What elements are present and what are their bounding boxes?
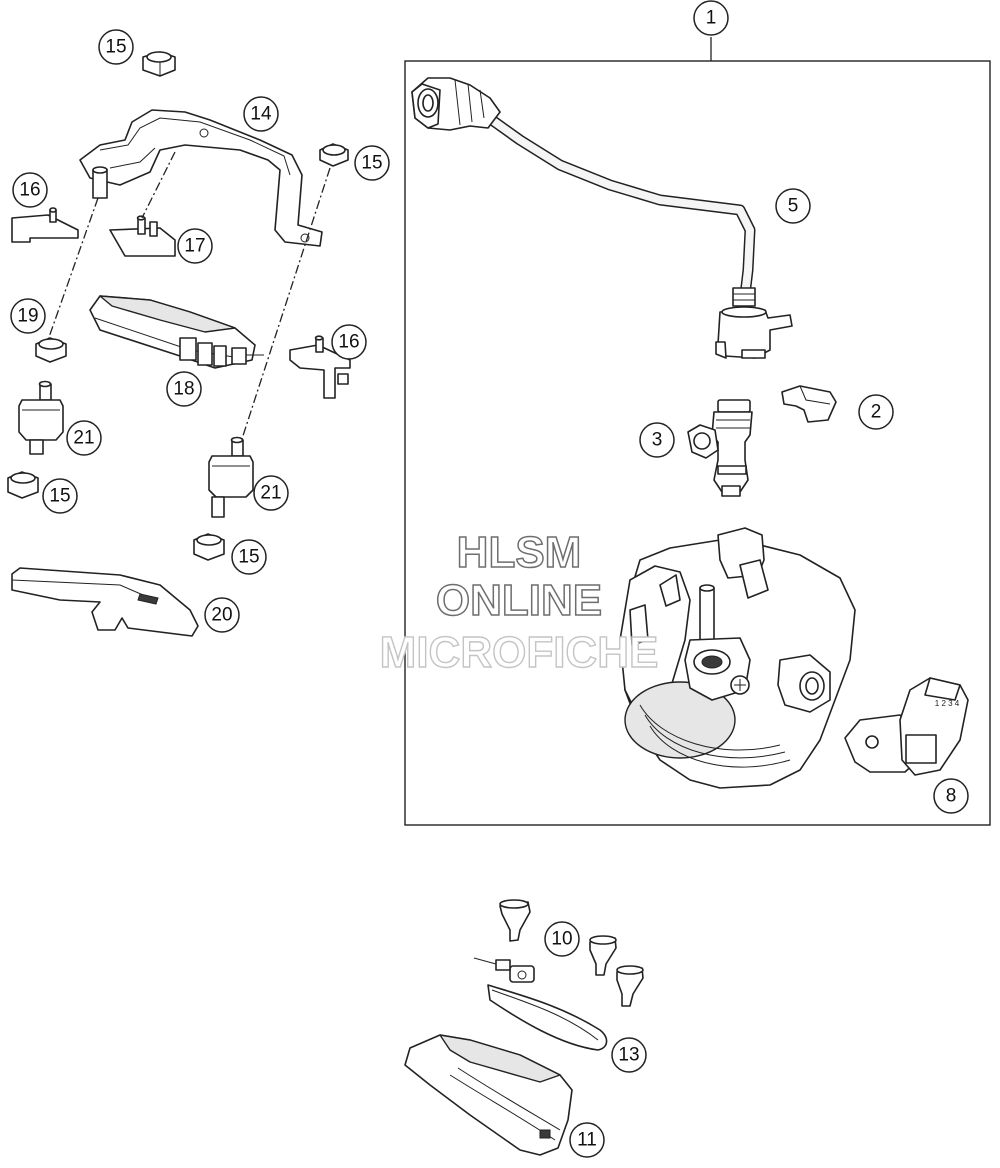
callout-label: 15: [238, 547, 259, 568]
sensor-pin-labels: 1 2 3 4: [935, 699, 960, 708]
callout-10[interactable]: 10: [544, 921, 580, 957]
watermark: HLSM ONLINE MICROFICHE: [379, 527, 659, 677]
callout-label: 20: [211, 605, 232, 626]
callout-11[interactable]: 11: [569, 1122, 605, 1158]
callout-label: 19: [17, 306, 38, 327]
bracket-clip-middle[interactable]: [109, 215, 176, 257]
intake-flange[interactable]: [404, 1034, 573, 1156]
leader-bracket-clip: [141, 151, 176, 219]
damper-right[interactable]: [208, 436, 254, 518]
pressure-sensor[interactable]: 1 2 3 4: [844, 677, 969, 776]
nut-right-bottom[interactable]: [193, 533, 225, 561]
nut-top[interactable]: [142, 51, 176, 77]
callout-label: 8: [946, 786, 957, 807]
callout-15-upper-right[interactable]: 15: [354, 145, 390, 181]
fuel-injector[interactable]: [687, 399, 753, 497]
nut-left-bottom[interactable]: [7, 471, 39, 499]
nut-bottom-left[interactable]: [35, 337, 67, 363]
callout-17[interactable]: 17: [177, 228, 213, 264]
screw-3[interactable]: [616, 965, 644, 1007]
callout-21-right[interactable]: 21: [253, 475, 289, 511]
callout-label: 16: [338, 332, 359, 353]
callout-21-left[interactable]: 21: [66, 420, 102, 456]
callout-13[interactable]: 13: [611, 1037, 647, 1073]
callout-18[interactable]: 18: [166, 371, 202, 407]
bracket-clip-left[interactable]: [11, 207, 79, 243]
callout-label: 18: [173, 379, 194, 400]
callout-label: 15: [105, 37, 126, 58]
callout-8[interactable]: 8: [933, 778, 969, 814]
injector-clip[interactable]: [781, 385, 837, 423]
callout-label: 13: [618, 1045, 639, 1066]
callout-label: 21: [260, 483, 281, 504]
callout-16-right[interactable]: 16: [331, 324, 367, 360]
callout-label: 16: [19, 180, 40, 201]
callout-15-top[interactable]: 15: [98, 29, 134, 65]
callout-label: 14: [250, 104, 272, 125]
callout-15-right-bottom[interactable]: 15: [231, 539, 267, 575]
watermark-line-3: MICROFICHE: [380, 628, 659, 677]
callout-15-left-bottom[interactable]: 15: [42, 478, 78, 514]
throttle-body[interactable]: [619, 527, 856, 789]
callout-5[interactable]: 5: [775, 188, 811, 224]
nut-upper-right[interactable]: [319, 143, 349, 167]
callout-20[interactable]: 20: [204, 597, 240, 633]
callout-label: 15: [49, 486, 70, 507]
callout-1[interactable]: 1: [693, 0, 729, 36]
callout-label: 10: [551, 929, 572, 950]
callout-label: 5: [788, 196, 799, 217]
callout-label: 21: [73, 428, 94, 449]
assembly-frame: [404, 60, 991, 826]
holder-plate[interactable]: [11, 567, 199, 637]
hose-clamp[interactable]: [473, 957, 608, 1051]
fuel-hose[interactable]: [411, 77, 793, 359]
callout-2[interactable]: 2: [858, 394, 894, 430]
leader-bracket-right: [239, 167, 331, 446]
control-unit[interactable]: [89, 295, 264, 369]
callout-label: 3: [652, 430, 663, 451]
callout-16-left[interactable]: 16: [12, 172, 48, 208]
watermark-line-1: HLSM: [457, 528, 582, 577]
watermark-line-2: ONLINE: [436, 576, 602, 625]
callout-19[interactable]: 19: [10, 298, 46, 334]
leader-bracket-left: [47, 197, 99, 341]
bracket[interactable]: [79, 109, 323, 247]
callout-3[interactable]: 3: [639, 422, 675, 458]
callout-label: 2: [871, 402, 882, 423]
callout-label: 1: [706, 8, 717, 29]
callout-label: 17: [184, 236, 205, 257]
screw-2[interactable]: [589, 935, 617, 976]
callout-label: 11: [577, 1130, 597, 1151]
callout-14[interactable]: 14: [243, 96, 279, 132]
screw-1[interactable]: [499, 899, 531, 942]
damper-left[interactable]: [18, 380, 64, 455]
callout-label: 15: [361, 153, 382, 174]
